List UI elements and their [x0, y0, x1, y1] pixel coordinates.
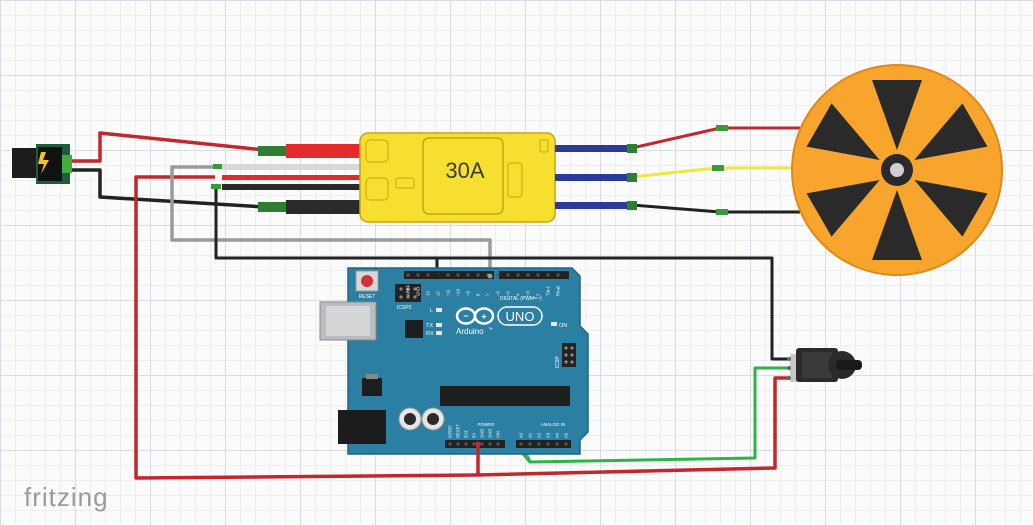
esc-rating-label: 30A: [445, 158, 484, 183]
digital-pin-labels: AREF GND 13 12 ~11 ~10 ~9 8 7 ~6 ~5 4 ~3 2 TX▸1 RX◂0: [406, 273, 561, 296]
fritzing-logo: fritzing: [24, 482, 109, 512]
digital-pin[interactable]: [546, 273, 550, 277]
potentiometer[interactable]: [787, 348, 862, 382]
digital-label: DIGITAL (PWM=~): [500, 296, 542, 302]
digital-pin-label: GND: [416, 287, 421, 296]
power-pin[interactable]: [496, 442, 500, 446]
wire-esc-ground[interactable]: [214, 187, 795, 361]
power-pin[interactable]: [488, 442, 492, 446]
digital-pin-label: AREF: [406, 284, 411, 296]
power-pin[interactable]: [448, 442, 452, 446]
trademark-label: ™: [488, 327, 493, 333]
led-l-label: L: [430, 308, 433, 314]
digital-pin-label: 8: [476, 293, 481, 296]
svg-text:+: +: [481, 312, 486, 322]
digital-header-b: [499, 271, 569, 279]
icsp-header: [562, 343, 576, 367]
digital-pin-label: ~10: [456, 288, 461, 296]
analog-pin[interactable]: [555, 442, 559, 446]
digital-pin-label: ~9: [466, 291, 471, 296]
wire-pot-wiper[interactable]: [520, 366, 795, 464]
board-power-jack: [338, 410, 386, 444]
power-pin[interactable]: [464, 442, 468, 446]
digital-pin-label: 12: [436, 291, 441, 296]
digital-pin-label: 2: [536, 293, 541, 296]
analog-pin-label: A5: [564, 432, 569, 438]
analog-pin[interactable]: [519, 442, 523, 446]
dc-power-jack: [12, 144, 72, 184]
motor-blades-icon: [806, 80, 988, 260]
digital-pin-label: 7: [486, 293, 491, 296]
analog-pin-label: A2: [537, 432, 542, 438]
digital-pin-label: ~5: [506, 291, 511, 296]
model-label: UNO: [506, 309, 535, 324]
voltage-regulator: [362, 378, 382, 396]
wire-jack-negative[interactable]: [72, 168, 266, 209]
digital-pin[interactable]: [446, 273, 450, 277]
digital-pin-label: ~6: [496, 291, 501, 296]
power-pin-label: VIN: [496, 431, 501, 438]
power-pin[interactable]: [480, 442, 484, 446]
digital-pin-label: ~3: [526, 291, 531, 296]
esc-30a: 30A: [222, 132, 637, 223]
analog-pin[interactable]: [528, 442, 532, 446]
power-pin-label: GND: [480, 429, 485, 438]
digital-pin[interactable]: [456, 273, 460, 277]
digital-pin[interactable]: [466, 273, 470, 277]
brushless-motor: [791, 64, 1003, 276]
digital-pin[interactable]: [426, 273, 430, 277]
led-tx-label: TX: [426, 323, 433, 329]
lightning-icon: [38, 152, 49, 174]
power-pin-label: RESET: [456, 424, 461, 438]
analog-label: ANALOG IN: [541, 422, 566, 427]
capacitors: [398, 407, 445, 431]
power-pin-label: 3V3: [464, 430, 469, 438]
digital-pin-label: ~11: [446, 289, 451, 296]
analog-pin-label: A1: [528, 432, 533, 438]
wire-esc-signal[interactable]: [170, 165, 492, 278]
analog-pin[interactable]: [537, 442, 541, 446]
power-pin[interactable]: [456, 442, 460, 446]
digital-pin[interactable]: [516, 273, 520, 277]
power-pin[interactable]: [472, 442, 476, 446]
digital-pin-label: 13: [426, 291, 431, 296]
icsp-label: ICSP: [555, 356, 561, 368]
power-pin-label: 5V: [472, 433, 477, 438]
power-pin-label: IOREF: [448, 425, 453, 438]
digital-pin-label: TX▸1: [546, 286, 551, 296]
on-label: ON: [559, 323, 567, 329]
digital-pin-label: 4: [516, 293, 521, 296]
digital-pin[interactable]: [536, 273, 540, 277]
arduino-infinity-logo-icon: [455, 307, 495, 325]
digital-pin-label: RX◂0: [556, 285, 561, 296]
digital-pin[interactable]: [556, 273, 560, 277]
brand-label: Arduino: [456, 327, 484, 336]
analog-pin-label: A0: [519, 432, 524, 438]
digital-pin[interactable]: [496, 273, 500, 277]
analog-pin-label: A3: [546, 432, 551, 438]
analog-pin-label: A4: [555, 432, 560, 438]
wire-jack-positive[interactable]: [72, 131, 266, 163]
reset-label: RESET: [359, 294, 376, 300]
digital-pin[interactable]: [526, 273, 530, 277]
icsp2-label: ICSP2: [397, 305, 412, 311]
svg-text:−: −: [463, 311, 468, 321]
digital-pin[interactable]: [506, 273, 510, 277]
power-pin-label: GND: [488, 429, 493, 438]
usb-chip: [405, 320, 423, 338]
power-label: POWER: [477, 422, 495, 427]
digital-pin[interactable]: [476, 273, 480, 277]
analog-pin[interactable]: [564, 442, 568, 446]
analog-pin[interactable]: [546, 442, 550, 446]
atmega-chip: [440, 386, 570, 406]
digital-pin[interactable]: [406, 273, 410, 277]
digital-pin[interactable]: [416, 273, 420, 277]
analog-pin-labels: A0 A1 A2 A3 A4 A5: [519, 432, 569, 446]
analog-header: [516, 440, 571, 448]
uno-badge: [497, 306, 543, 326]
led-rx-label: RX: [426, 331, 434, 337]
